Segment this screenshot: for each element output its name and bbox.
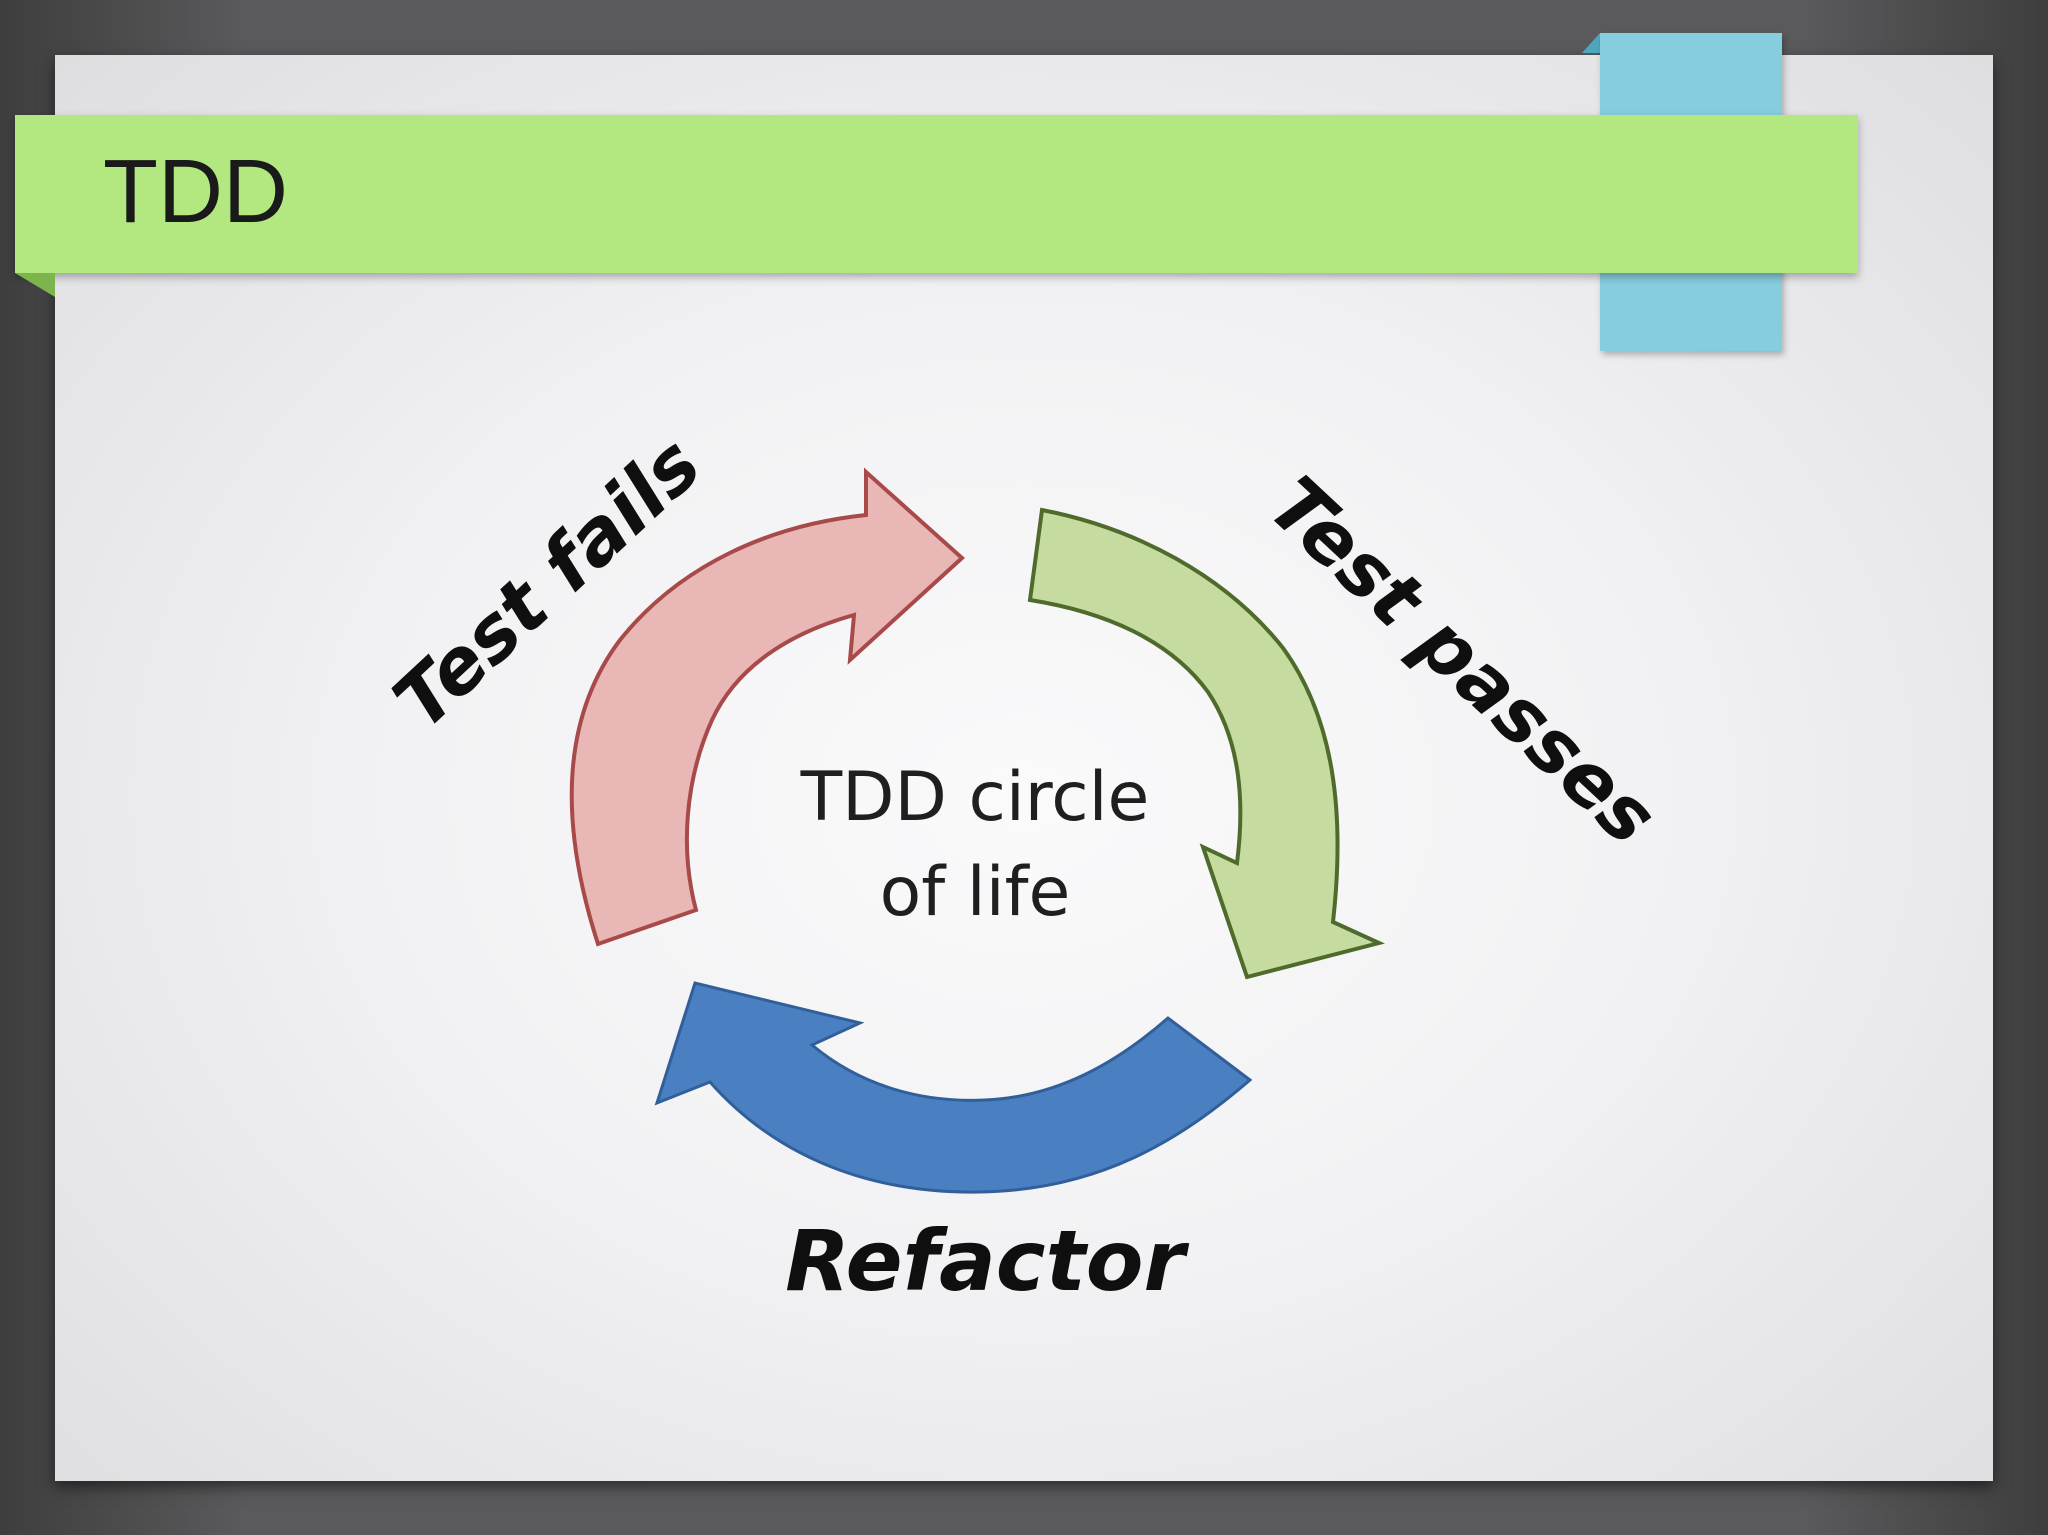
banner-fold (15, 273, 55, 297)
test-passes-arrow (1027, 507, 1385, 980)
refactor-arrow (654, 981, 1253, 1194)
slide-title: TDD (103, 142, 288, 242)
center-label-line1: TDD circle (800, 758, 1150, 837)
refactor-label: Refactor (785, 1212, 1189, 1310)
center-label-line2: of life (880, 853, 1071, 932)
title-banner: TDD (15, 115, 1858, 273)
tab-fold (1582, 33, 1600, 53)
test-fails-arrow (569, 467, 965, 947)
